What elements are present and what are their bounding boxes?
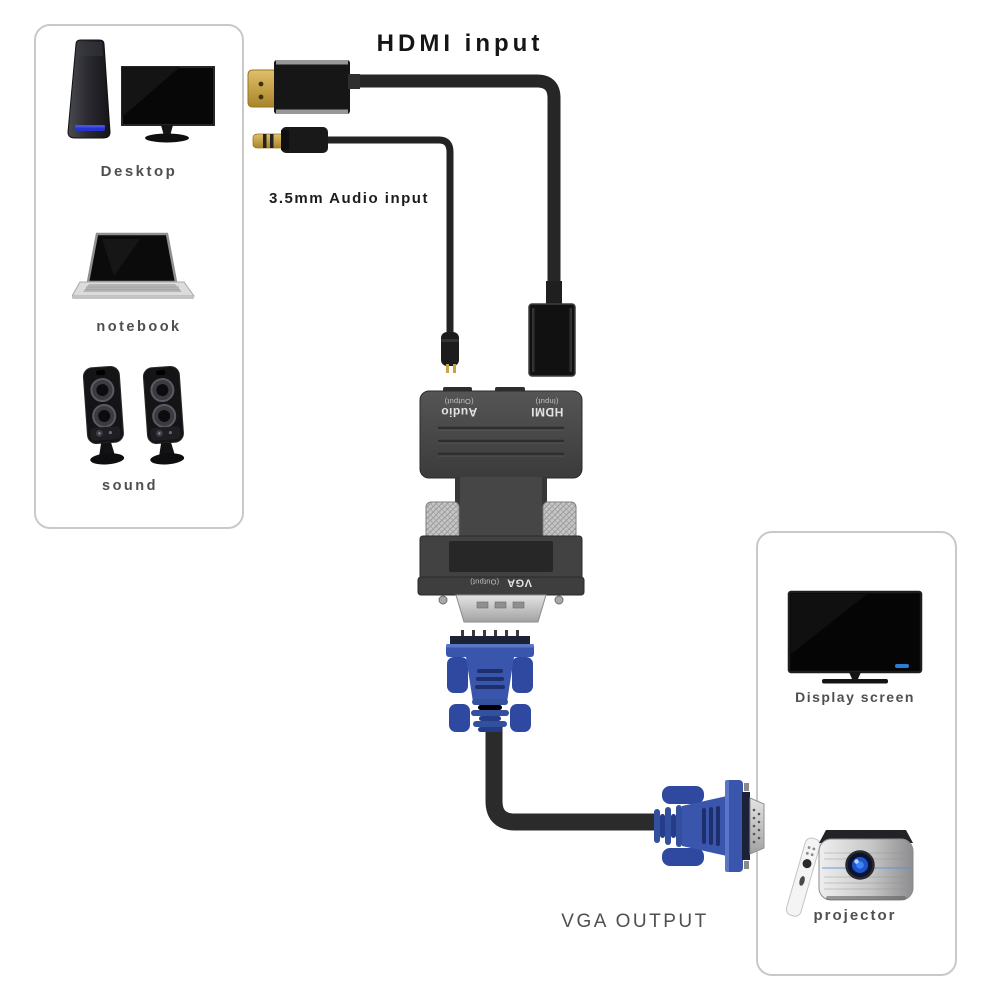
desktop-computer-icon <box>58 36 222 153</box>
strain-relief-top <box>471 699 509 732</box>
hdmi-male-connector <box>247 60 360 114</box>
strain-relief-right <box>654 805 682 847</box>
desktop-label: Desktop <box>100 163 178 180</box>
projector-label: projector <box>813 907 897 924</box>
hdmi-cable <box>247 60 576 377</box>
hdmi-port-text: HDMI <box>530 405 564 420</box>
tv-icon <box>783 586 927 695</box>
audio-input-label: 3.5mm Audio input <box>269 190 429 207</box>
hdmi-vga-adapter <box>417 387 585 623</box>
audio-cable <box>252 127 459 373</box>
hdmi-female-connector <box>528 281 576 377</box>
adapter-grooves <box>438 426 564 456</box>
audio-male-plug <box>252 127 328 153</box>
audio-port-subtext: (Output) <box>444 397 474 407</box>
remote-icon <box>785 837 821 917</box>
vga-output-port <box>455 594 547 623</box>
display-screen-label: Display screen <box>795 689 915 705</box>
vga-plug-top <box>446 630 534 732</box>
vga-port-subtext: (Output) <box>470 577 500 587</box>
laptop <box>71 232 195 299</box>
monitor <box>121 66 215 143</box>
tv <box>787 590 923 684</box>
power-led <box>895 664 909 668</box>
adapter-audio-port-label: Audio (Output) <box>426 397 492 420</box>
audio-female-jack <box>441 332 459 373</box>
notebook-label: notebook <box>96 319 182 335</box>
projector-body <box>818 830 914 901</box>
vga-output-label: VGA OUTPUT <box>561 911 709 932</box>
sound-label: sound <box>102 478 158 494</box>
vga-cable <box>485 724 658 831</box>
speaker-right <box>142 365 185 465</box>
hdmi-port-subtext: (Input) <box>535 397 559 407</box>
speakers-icon <box>76 363 204 478</box>
hdmi-input-label: HDMI input <box>376 30 544 57</box>
laptop-icon <box>71 226 214 309</box>
audio-port-text: Audio <box>440 405 478 420</box>
adapter-vga-port-label: VGA (Output) <box>447 575 555 592</box>
adapter-hdmi-port-label: HDMI (Input) <box>514 397 580 420</box>
projector-icon <box>780 823 930 934</box>
vga-plug-right <box>654 780 765 872</box>
thumbscrew-right <box>542 501 577 551</box>
tower <box>67 39 111 139</box>
speaker-left <box>82 365 125 465</box>
vga-port-text: VGA <box>506 576 532 589</box>
